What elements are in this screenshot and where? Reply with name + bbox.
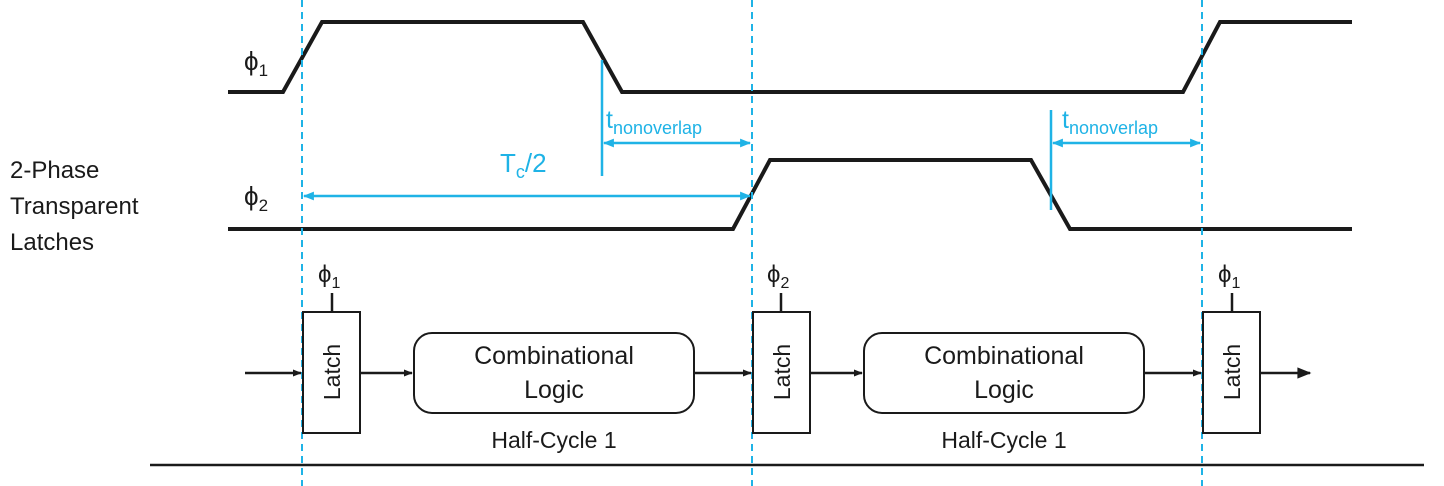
logic-1-line-1: Combinational xyxy=(474,342,634,370)
logic-2-line-1: Combinational xyxy=(924,342,1084,370)
caption-line-3: Latches xyxy=(10,229,94,256)
half-period-label: Tc/2 xyxy=(500,148,547,182)
phi1-label: ϕ1 xyxy=(244,46,268,80)
latch-3 xyxy=(1202,311,1261,434)
logic-2-line-2: Logic xyxy=(974,376,1034,404)
nonoverlap-label-2: tnonoverlap xyxy=(1062,106,1158,138)
phi2-waveform xyxy=(228,158,1352,231)
latch-2-clock-label: ϕ2 xyxy=(767,261,789,292)
latch-1 xyxy=(302,311,361,434)
latch-2-label: Latch xyxy=(769,344,795,400)
caption-line-2: Transparent xyxy=(10,193,139,220)
latch-3-label: Latch xyxy=(1219,344,1245,400)
half-cycle-2-caption: Half-Cycle 1 xyxy=(941,427,1066,453)
nonoverlap-label-1: tnonoverlap xyxy=(606,106,702,138)
latch-1-label: Latch xyxy=(319,344,345,400)
caption-line-1: 2-Phase xyxy=(10,157,99,184)
latch-1-clock-label: ϕ1 xyxy=(318,261,340,292)
phi2-label: ϕ2 xyxy=(244,181,268,215)
latch-2 xyxy=(752,311,811,434)
half-cycle-1-caption: Half-Cycle 1 xyxy=(491,427,616,453)
logic-1-line-2: Logic xyxy=(524,376,584,404)
phi1-waveform xyxy=(228,20,1352,94)
latch-3-clock-label: ϕ1 xyxy=(1218,261,1240,292)
